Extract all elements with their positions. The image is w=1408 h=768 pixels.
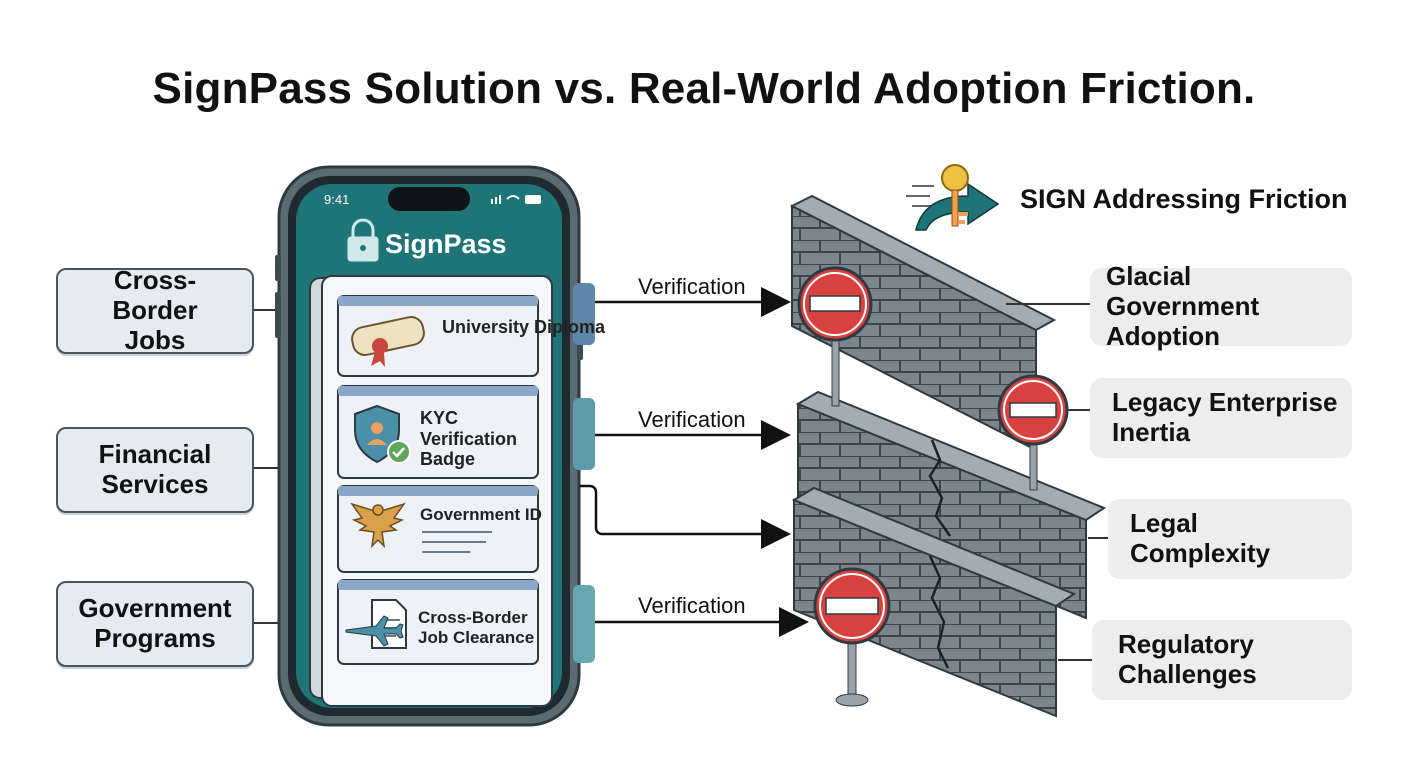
credential-card-government-id[interactable] [337,485,539,573]
card-label-diploma: University Diploma [442,317,606,337]
friction-legal-complexity[interactable]: Legal Complexity [1108,499,1352,579]
card-label-job-clearance: Cross-Border Job Clearance [418,608,535,647]
lock-icon [347,218,379,262]
friction-label: Legal Complexity [1130,508,1271,568]
use-case-label: Cross-Border Jobs [112,265,198,355]
verification-label-3: Verification [638,593,746,618]
verification-arrow-3 [580,484,791,549]
status-time: 9:41 [324,192,350,207]
friction-label: Legacy Enterprise Inertia [1112,387,1338,447]
stop-sign-2 [997,374,1069,491]
stop-sign-1 [797,266,873,407]
use-case-government-programs[interactable]: Government Programs [56,581,254,667]
wifi-icon [506,195,520,200]
signal-icon [491,195,501,204]
page-title: SignPass Solution vs. Real-World Adoptio… [152,64,1256,113]
use-case-financial-services[interactable]: Financial Services [56,427,254,513]
friction-legacy-enterprise-inertia[interactable]: Legacy Enterprise Inertia [1090,378,1352,458]
stop-sign-3 [813,567,891,707]
use-case-label: Financial Services [98,439,212,499]
friction-glacial-government-adoption[interactable]: Glacial Government Adoption [1090,261,1352,351]
credential-card-diploma[interactable] [337,295,539,377]
friction-regulatory-challenges[interactable]: Regulatory Challenges [1092,620,1352,700]
shield-check-icon [354,404,411,464]
card-label-government-id: Government ID [420,505,542,524]
diploma-icon [351,316,425,367]
phone-notch [388,187,470,211]
brick-wall-middle [795,390,1107,620]
brick-wall-bottom [791,486,1077,718]
eagle-icon [350,502,406,549]
use-case-label: Government Programs [78,593,232,653]
airplane-document-icon [345,599,407,649]
app-name: SignPass [385,229,507,259]
key-coin-arrow-icon [906,164,1000,231]
card-label-kyc: KYC Verification Badge [420,408,518,470]
friction-label: Glacial Government Adoption [1106,261,1260,351]
verification-label-1: Verification [638,274,746,299]
use-case-cross-border-jobs[interactable]: Cross-Border Jobs [56,265,254,355]
friction-label: Regulatory Challenges [1118,629,1257,689]
friction-header: SIGN Addressing Friction [1020,184,1348,214]
verification-label-2: Verification [638,407,746,432]
battery-icon [525,195,541,204]
